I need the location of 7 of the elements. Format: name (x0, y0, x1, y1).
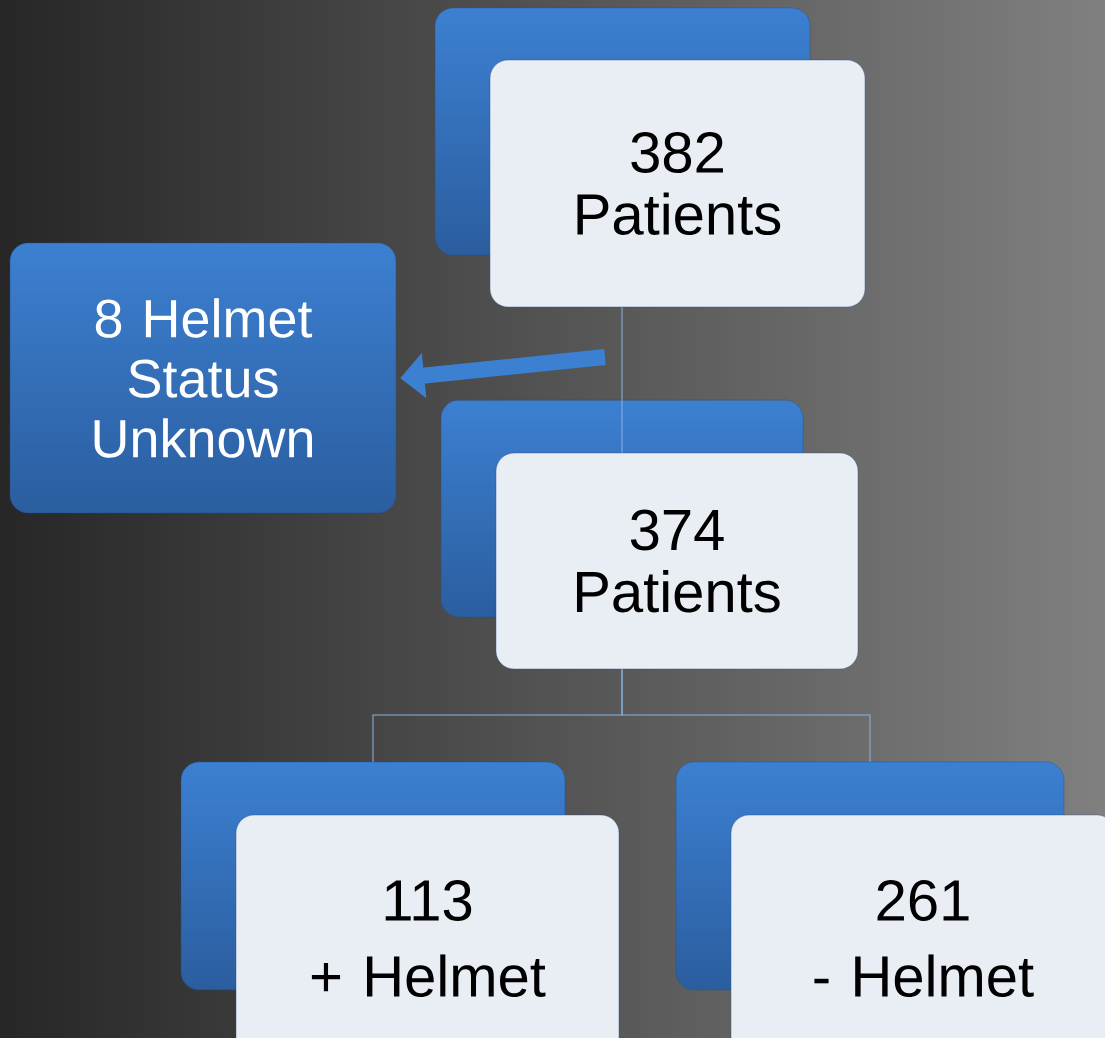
count-box: 113 + Helmet (235, 814, 620, 1038)
process-box: 8 Helmet Status Unknown (9, 242, 397, 514)
connector-line (621, 306, 623, 454)
connector-line (621, 668, 871, 763)
count-box: 382 Patients (489, 59, 866, 308)
count-box: 374 Patients (495, 452, 859, 670)
count-box: 261 - Helmet (730, 814, 1105, 1038)
